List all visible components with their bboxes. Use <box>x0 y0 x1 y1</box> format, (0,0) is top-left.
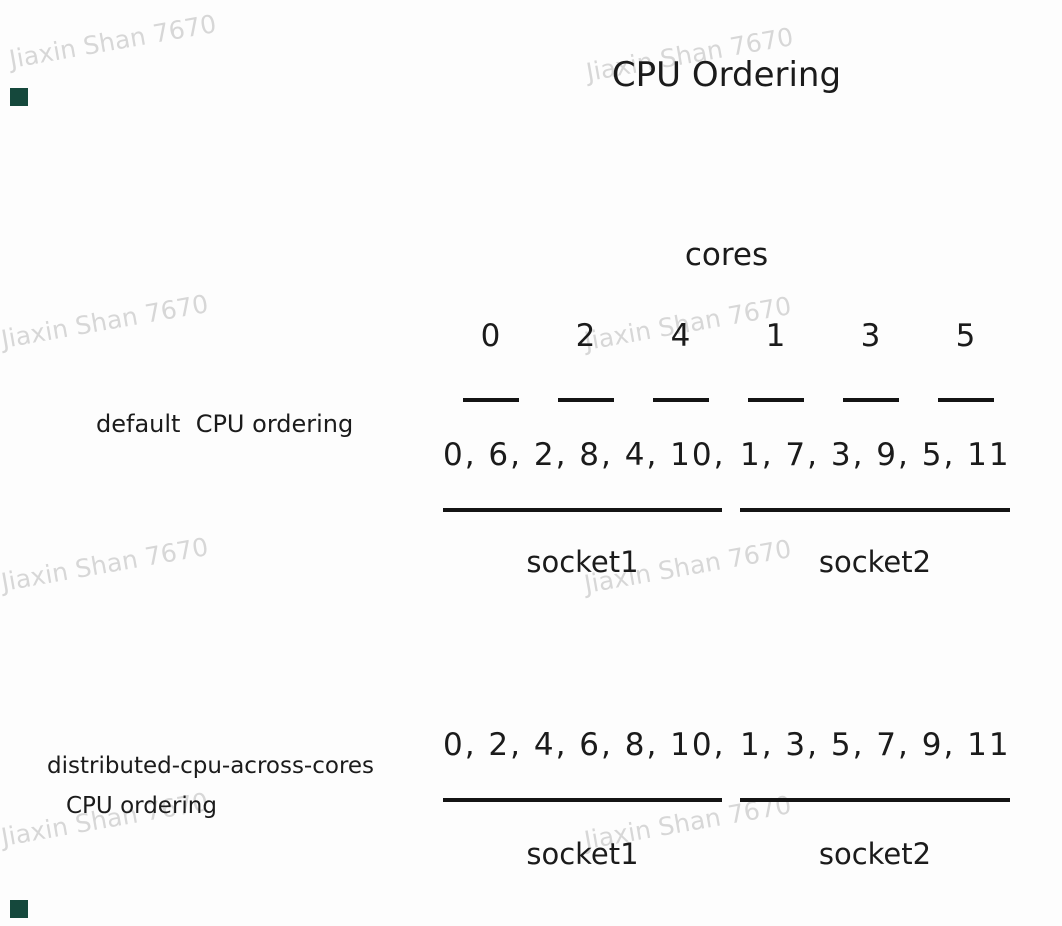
core-number: 2 <box>575 318 596 354</box>
core-column: 2 <box>538 318 633 402</box>
core-column: 0 <box>443 318 538 402</box>
distributed-socket1-underline <box>443 798 722 802</box>
cores-row: 0 2 4 1 3 5 <box>443 318 1013 402</box>
default-socket1-underline <box>443 508 722 512</box>
core-underline <box>842 398 899 402</box>
core-underline <box>937 398 994 402</box>
default-socket1-cpus: 0, 6, 2, 8, 4, 10, <box>443 437 726 473</box>
core-number: 0 <box>480 318 501 354</box>
core-number: 3 <box>860 318 881 354</box>
diagram-title: CPU Ordering <box>611 55 842 95</box>
watermark-text: Jiaxin Shan 7670 <box>0 289 211 354</box>
default-socket1-label: socket1 <box>526 545 639 579</box>
core-column: 3 <box>823 318 918 402</box>
default-ordering-label: default CPU ordering <box>96 410 354 438</box>
distributed-socket2-underline <box>740 798 1010 802</box>
distributed-socket2-cpus: 1, 3, 5, 7, 9, 11 <box>740 727 1011 763</box>
cores-label: cores <box>684 237 769 273</box>
core-underline <box>557 398 614 402</box>
default-socket2-label: socket2 <box>818 545 932 579</box>
corner-marker-top <box>10 88 28 106</box>
distributed-ordering-label-line2: CPU ordering <box>66 793 217 819</box>
core-number: 1 <box>765 318 786 354</box>
core-number: 5 <box>955 318 976 354</box>
distributed-socket2-label: socket2 <box>818 837 932 871</box>
core-underline <box>462 398 519 402</box>
core-number: 4 <box>670 318 691 354</box>
distributed-ordering-label-line1: distributed-cpu-across-cores <box>47 753 375 779</box>
core-column: 5 <box>918 318 1013 402</box>
default-socket2-cpus: 1, 7, 3, 9, 5, 11 <box>740 437 1011 473</box>
core-column: 1 <box>728 318 823 402</box>
core-column: 4 <box>633 318 728 402</box>
distributed-socket1-cpus: 0, 2, 4, 6, 8, 10, <box>443 727 726 763</box>
corner-marker-bottom <box>10 900 28 918</box>
watermark-text: Jiaxin Shan 7670 <box>0 532 211 597</box>
core-underline <box>747 398 804 402</box>
default-socket2-underline <box>740 508 1010 512</box>
core-underline <box>652 398 709 402</box>
distributed-socket1-label: socket1 <box>526 837 639 871</box>
watermark-text: Jiaxin Shan 7670 <box>6 9 219 74</box>
